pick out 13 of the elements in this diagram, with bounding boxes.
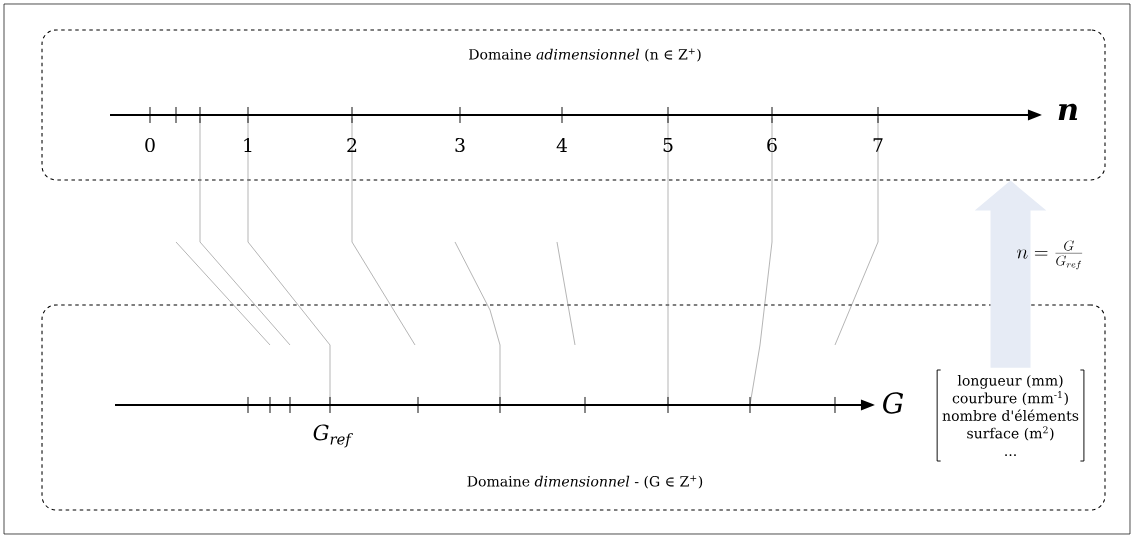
tick-label: 1: [244, 138, 252, 152]
edge-label: $n = \frac{G}{G_{ref}}$: [1017, 240, 1083, 270]
tick-label: 7: [873, 138, 883, 152]
quantity-list: longueur (mm) courbure (mm$^{-1}$) nombre d'éléments surface (m$^{2}$) ...: [936, 369, 1085, 462]
axis-label: n: [1058, 103, 1078, 121]
reference-label: G$_{ref}$: [313, 424, 353, 448]
tick-label: 2: [347, 138, 357, 152]
tick-label: 6: [767, 137, 777, 153]
tick-label: 0: [145, 137, 155, 153]
tick-label: 5: [663, 138, 673, 152]
tick-label: 4: [556, 138, 568, 152]
tick-label: 3: [455, 137, 465, 153]
axis-label: G: [883, 392, 904, 414]
